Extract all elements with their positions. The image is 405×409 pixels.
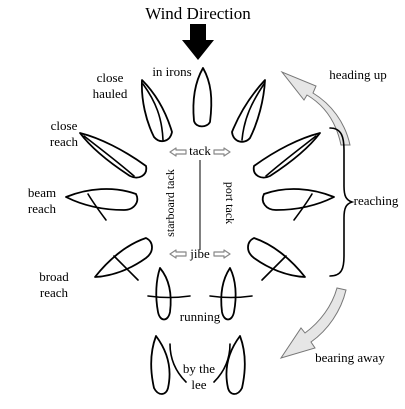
boat-close-reach-left (79, 132, 148, 179)
boat-beam-reach-right (261, 188, 335, 221)
label-close-reach-line2: reach (50, 134, 79, 149)
reaching-brace (329, 127, 355, 277)
boat-running-right (209, 267, 253, 321)
label-beam-reach-line2: reach (28, 201, 57, 216)
label-by-the-lee-line1: by the (183, 361, 215, 376)
label-beam-reach-line1: beam (28, 185, 56, 200)
label-close-reach-line1: close (51, 118, 78, 133)
label-bearing-away: bearing away (315, 350, 385, 365)
label-starboard-tack: starboard tack (163, 169, 177, 237)
label-in-irons: in irons (152, 64, 191, 79)
wind-direction-title: Wind Direction (145, 4, 251, 23)
tack-arrow-right-icon (213, 147, 231, 157)
label-broad-reach-line1: broad (39, 269, 69, 284)
wind-arrow-icon (182, 24, 214, 60)
boat-beam-reach-left (65, 188, 139, 221)
label-reaching: reaching (354, 193, 399, 208)
label-broad-reach-line2: reach (40, 285, 69, 300)
jibe-arrow-left-icon (169, 249, 187, 259)
label-jibe: jibe (189, 246, 210, 261)
label-tack: tack (189, 143, 211, 158)
tack-arrow-left-icon (169, 147, 187, 157)
boat-by-the-lee-right (213, 335, 246, 395)
label-close-hauled-line2: hauled (93, 86, 128, 101)
boat-broad-reach-left (94, 237, 153, 281)
label-by-the-lee-line2: lee (191, 377, 206, 392)
boat-close-reach-right (252, 132, 321, 179)
jibe-arrow-right-icon (213, 249, 231, 259)
label-heading-up: heading up (329, 67, 386, 82)
label-port-tack: port tack (223, 182, 237, 224)
label-close-hauled-line1: close (97, 70, 124, 85)
label-running: running (180, 309, 221, 324)
bearing-away-arrow-icon (279, 287, 347, 359)
boat-close-hauled-right (231, 79, 266, 143)
boat-broad-reach-right (247, 237, 306, 281)
boat-running-left (147, 267, 191, 321)
boat-by-the-lee-left (150, 335, 187, 395)
boat-close-hauled-left (141, 79, 173, 143)
heading-up-arrow-icon (280, 70, 351, 146)
boat-in-irons (192, 67, 213, 128)
